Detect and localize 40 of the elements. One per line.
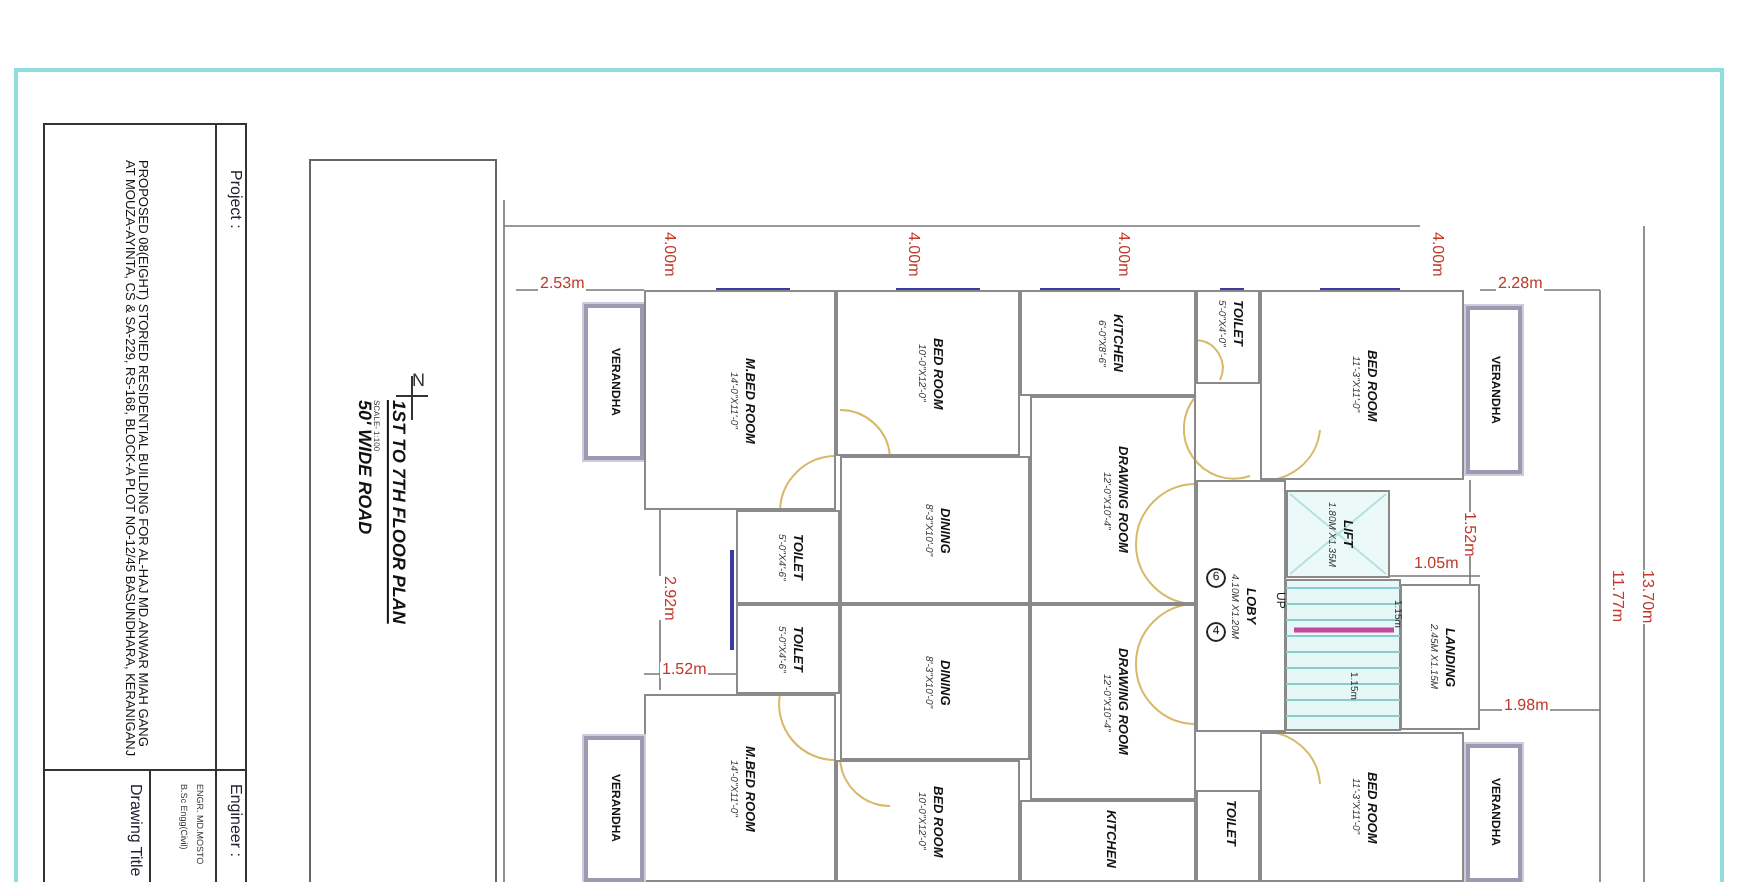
room-outline (840, 604, 1030, 760)
section-heading: Project : (226, 170, 243, 229)
dimension-text: 1.05m (1412, 556, 1461, 573)
north-label: N (412, 372, 425, 391)
dimension-text: 4.00m (902, 232, 923, 277)
dimension-text: 2.53m (538, 276, 587, 293)
dimension-text: 2.92m (658, 576, 679, 621)
veranda-outline (584, 304, 644, 460)
road-label: 50' WIDE ROAD (354, 400, 373, 535)
dimension-text: 2.28m (1496, 276, 1545, 293)
room-outline (1030, 396, 1196, 604)
room-outline (1260, 290, 1464, 480)
room-outline (1196, 480, 1286, 732)
room-outline (836, 290, 1020, 456)
section-heading: Drawing Title (126, 784, 143, 877)
room-outline (736, 510, 840, 604)
room-outline (1030, 604, 1196, 800)
section-heading: Engineer : (226, 784, 243, 857)
dimension-text: 1.52m (660, 662, 709, 679)
dimension-text: 4.00m (1112, 232, 1133, 277)
dimension-text: 1.52m (1458, 512, 1479, 557)
room-outline (1400, 584, 1480, 730)
plan-title: 1ST TO 7TH FLOOR PLAN (388, 400, 407, 624)
dimension-text: 13.70m (1636, 570, 1657, 624)
room-outline (836, 760, 1020, 882)
room-outline (1020, 290, 1196, 396)
room-outline (1196, 790, 1260, 882)
room-outline (644, 694, 836, 882)
dimension-text: 4.00m (658, 232, 679, 277)
room-outline (1260, 732, 1464, 882)
room-outline (1196, 290, 1260, 384)
veranda-outline (584, 736, 644, 882)
veranda-outline (1466, 306, 1522, 474)
room-outline (840, 456, 1030, 604)
veranda-outline (1466, 744, 1522, 882)
room-outline (644, 290, 836, 510)
dimension-text: 1.98m (1502, 698, 1551, 715)
room-outline (1020, 800, 1196, 882)
dimension-text: 4.00m (1426, 232, 1447, 277)
room-outline (736, 604, 840, 694)
